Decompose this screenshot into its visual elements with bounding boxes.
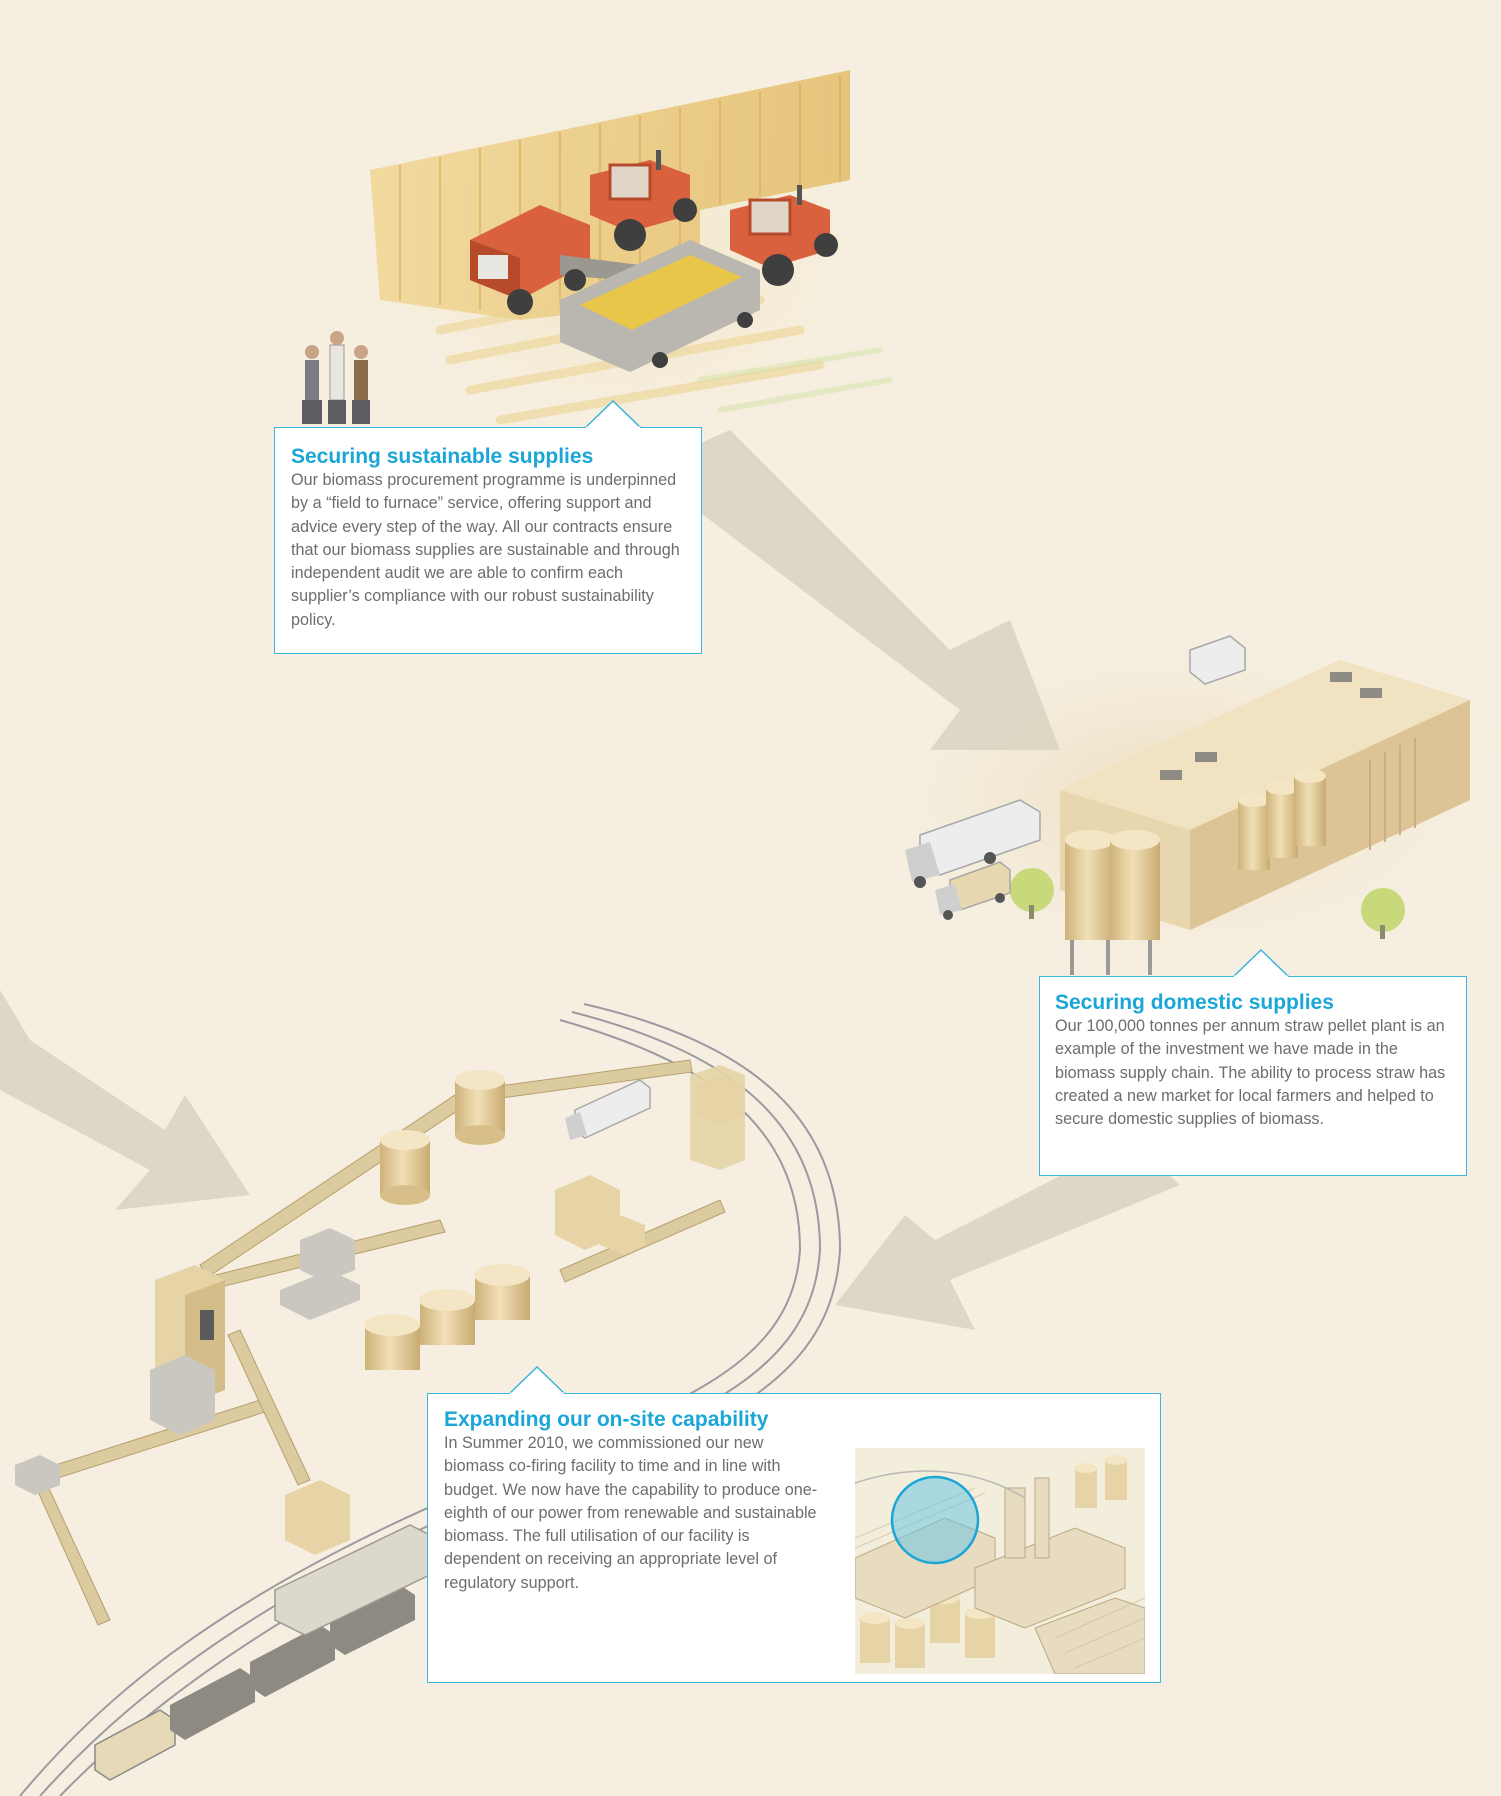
- callout-body: Our 100,000 tonnes per annum straw pelle…: [1055, 1017, 1446, 1129]
- callout-pointer: [1233, 949, 1289, 977]
- transfer-tower-icon: [15, 1065, 745, 1555]
- site-overview-inset: [855, 1448, 1145, 1674]
- storage-silo-icon: [364, 1070, 530, 1370]
- callout-body: Our biomass procurement programme is und…: [291, 471, 680, 629]
- highlight-circle: [890, 1475, 980, 1565]
- trailer-icon: [560, 240, 760, 372]
- tractor-icon: [590, 150, 697, 251]
- harvester-icon: [470, 205, 645, 315]
- tractor-icon: [730, 185, 838, 286]
- lorry-icon: [905, 635, 1246, 920]
- callout-pointer: [585, 400, 641, 428]
- inset-silos: [860, 1455, 1127, 1668]
- callout-onsite-capability: Expanding our on-site capability In Summ…: [427, 1366, 1161, 1683]
- flow-arrow-field-to-plant: [640, 430, 1060, 750]
- people-icon: [302, 331, 370, 424]
- callout-title: Securing sustainable supplies: [291, 445, 594, 468]
- train-icon: [94, 1585, 415, 1781]
- lorry-icon: [565, 1079, 651, 1140]
- flow-arrow-imports-to-site: [0, 990, 250, 1210]
- callout-pointer: [509, 1366, 565, 1394]
- silo-icon: [1238, 769, 1326, 870]
- callout-domestic-supplies: Securing domestic supplies Our 100,000 t…: [1039, 949, 1467, 1176]
- callout-body: In Summer 2010, we commissioned our new …: [444, 1434, 818, 1592]
- silo-icon: [1065, 830, 1160, 975]
- tree-icon: [1010, 868, 1405, 939]
- callout-title: Securing domestic supplies: [1055, 991, 1334, 1014]
- callout-sustainable-supplies: Securing sustainable supplies Our biomas…: [274, 400, 702, 654]
- flow-arrow-plant-to-site: [835, 1140, 1180, 1330]
- callout-title: Expanding our on-site capability: [444, 1408, 769, 1431]
- inset-rail: [855, 1470, 1026, 1499]
